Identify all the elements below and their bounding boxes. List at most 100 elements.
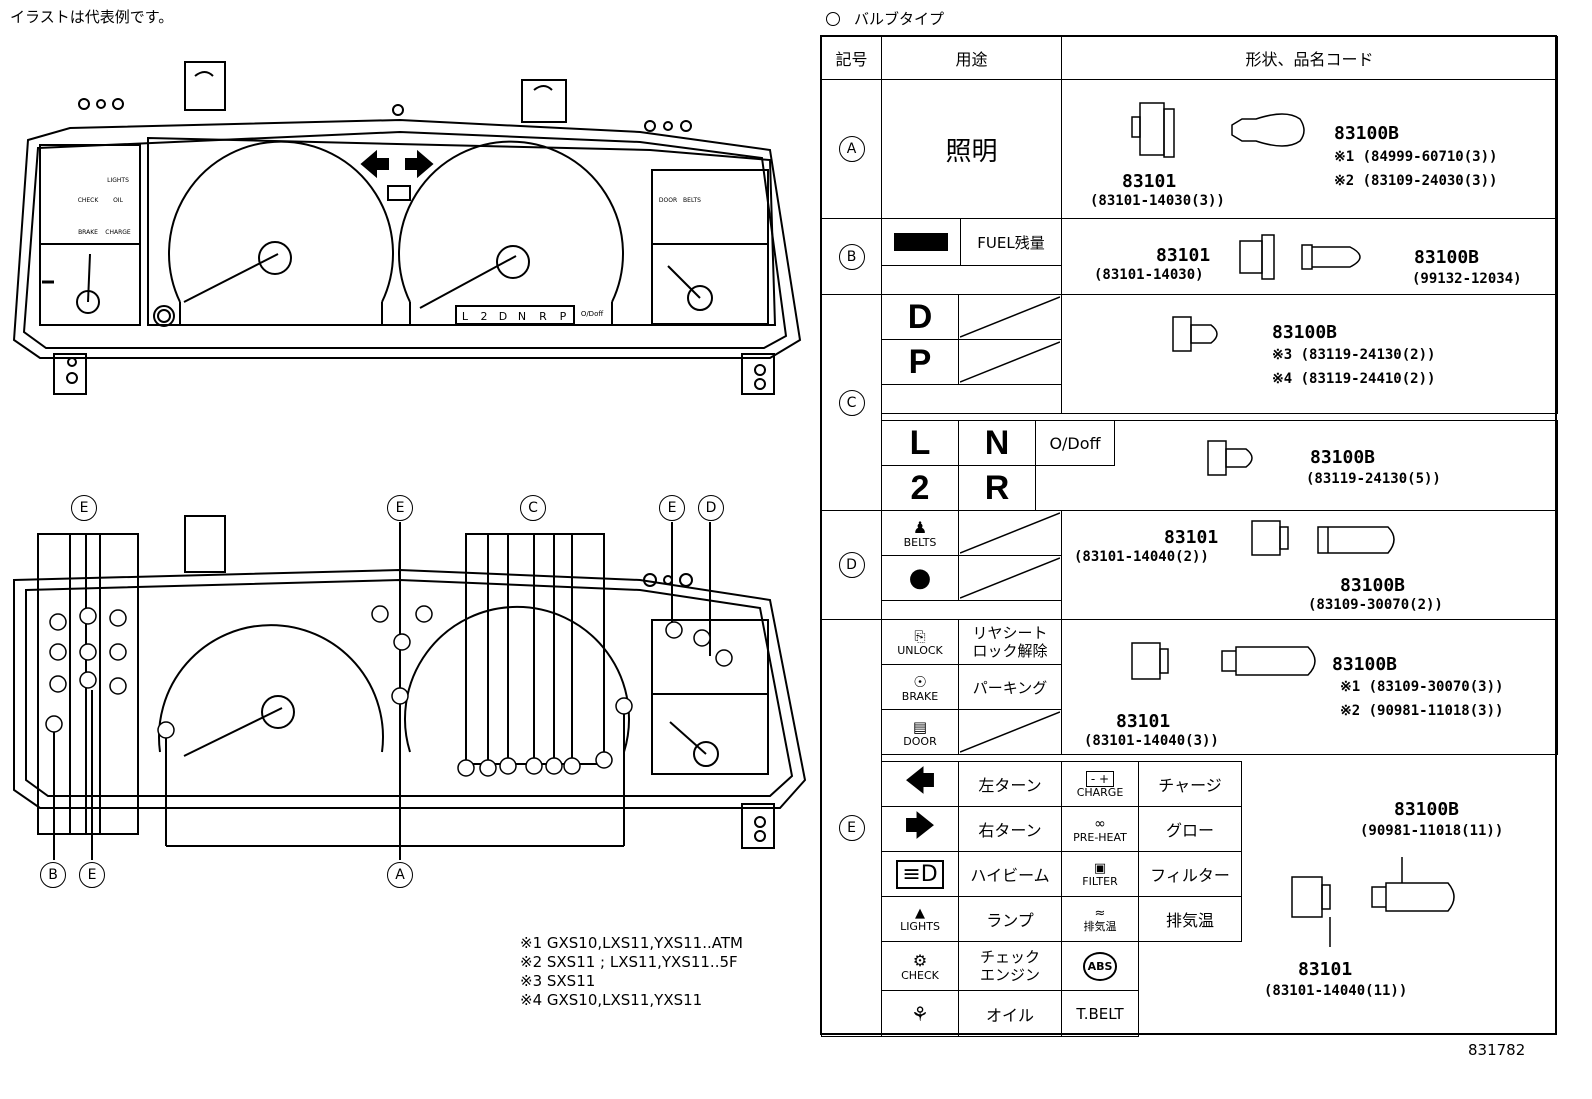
callout-A: A — [387, 862, 413, 888]
row-B-empty — [881, 265, 1062, 295]
usage-glow: グロー — [1138, 806, 1242, 852]
cluster-icon-lights: LIGHTS — [107, 177, 129, 184]
belts-label: BELTS — [903, 536, 937, 549]
row-E2-socket: 83101 — [1298, 959, 1353, 980]
usage-check-engine: チェック エンジン — [958, 941, 1062, 991]
engine-icon: ⚙ — [912, 951, 928, 970]
socket-bulb-icon — [1131, 642, 1316, 680]
lights-icon-cell: ▲ LIGHTS — [881, 896, 959, 942]
fuel-bar-icon — [894, 233, 948, 251]
left-turn-icon: 🡄 — [904, 763, 936, 799]
bulb-table: 記号 用途 形状、品名コード A B C D E 照明 83101 (83101… — [820, 35, 1558, 1037]
row-E2-bulb-code: (90981-11018(11)) — [1360, 823, 1504, 839]
check-label: CHECK — [901, 969, 939, 982]
usage-exhaust-temp: 排気温 — [1138, 896, 1242, 942]
callout-C: C — [520, 495, 546, 521]
row-A-socket: 83101 — [1122, 171, 1177, 192]
circle-bullet-icon — [826, 11, 840, 26]
row-E2-bulb: 83100B — [1394, 799, 1460, 820]
airbag-cell: ● — [881, 555, 959, 601]
airbag-icon: ● — [908, 563, 932, 593]
door-icon: ▤ — [912, 717, 928, 736]
door-label: DOOR — [903, 734, 937, 748]
slash-cell — [958, 555, 1062, 601]
row-A-note2: ※2 (83109-24030(3)) — [1334, 173, 1498, 189]
row-C1-note4: ※4 (83119-24410(2)) — [1272, 371, 1436, 387]
row-C2-bulb: 83100B — [1310, 447, 1376, 468]
header-shape-code: 形状、品名コード — [1061, 36, 1558, 80]
filter-label: FILTER — [1082, 875, 1118, 888]
footnote-2: ※2 SXS11 ; LXS11,YXS11..5F — [520, 953, 738, 971]
row-E1-note2: ※2 (90981-11018(3)) — [1340, 703, 1504, 719]
table-title-text: バルブタイプ — [854, 10, 945, 28]
socket-bulb-icon — [1239, 234, 1361, 280]
abs-icon-cell: ABS — [1061, 941, 1139, 991]
callout-D: D — [698, 495, 724, 521]
right-turn-icon: 🡆 — [904, 808, 936, 844]
charge-label: CHARGE — [1076, 785, 1124, 799]
usage-fuel: FUEL残量 — [960, 218, 1062, 266]
symbol-D: D — [821, 510, 882, 620]
oil-icon-cell: ⚘ — [881, 990, 959, 1037]
socket-bulb-icon — [1291, 857, 1455, 947]
usage-right-turn: 右ターン — [958, 806, 1062, 852]
row-B-socket-code: (83101-14030) — [1094, 267, 1204, 283]
usage-rear-seat-unlock: リヤシート ロック解除 — [958, 619, 1062, 665]
row-D-socket-code: (83101-14040(2)) — [1074, 549, 1209, 565]
socket-bulb-icon — [1131, 102, 1305, 158]
gear-2: 2 — [481, 310, 488, 323]
callout-E: E — [71, 495, 97, 521]
indicator-N: N — [958, 420, 1036, 466]
row-A-note1: ※1 (84999-60710(3)) — [1334, 149, 1498, 165]
slash-cell — [958, 510, 1062, 556]
row-E1-socket-code: (83101-14040(3)) — [1084, 733, 1219, 749]
battery-icon: - + — [1085, 770, 1115, 787]
slash-cell — [958, 339, 1062, 385]
wedge-bulb-icon — [1172, 316, 1218, 352]
row-C1-shape — [1061, 294, 1558, 414]
row-C1-empty — [881, 384, 1062, 414]
cluster-icon-brake: BRAKE — [78, 229, 98, 236]
usage-high-beam: ハイビーム — [958, 851, 1062, 897]
usage-parking: パーキング — [958, 664, 1062, 710]
gear-N: N — [518, 310, 526, 323]
header-usage: 用途 — [881, 36, 1062, 80]
row-D-socket: 83101 — [1164, 527, 1219, 548]
unlock-label: UNLOCK — [897, 643, 943, 657]
table-title: バルブタイプ — [826, 8, 944, 29]
filter-icon-cell: ▣ FILTER — [1061, 851, 1139, 897]
symbol-A: A — [821, 79, 882, 219]
od-off-label: O/Doff — [581, 310, 604, 318]
indicator-L: L — [881, 420, 959, 466]
gear-P: P — [560, 310, 567, 323]
diagram-number: 831782 — [1468, 1041, 1526, 1059]
header-symbol: 記号 — [821, 36, 882, 80]
left-turn-icon-cell: 🡄 — [881, 761, 959, 807]
callout-E: E — [79, 862, 105, 888]
symbol-C: C — [821, 294, 882, 511]
callout-B: B — [40, 862, 66, 888]
row-B-bulb-code: (99132-12034) — [1412, 271, 1522, 287]
cluster-illustration-top: L 2 D N R P O/Doff CHECK LIGHTS OIL BRAK… — [12, 61, 802, 395]
row-A-socket-code: (83101-14030(3)) — [1090, 193, 1225, 209]
row-A-bulb: 83100B — [1334, 123, 1400, 144]
lights-icon: ▲ — [915, 906, 925, 921]
usage-filter: フィルター — [1138, 851, 1242, 897]
indicator-D: D — [881, 294, 959, 340]
usage-illumination: 照明 — [881, 79, 1062, 219]
seat-unlock-icon: ⎘ — [914, 628, 926, 645]
brake-icon: ☉ — [913, 672, 927, 691]
exhaust-temp-icon: ≈ — [1094, 906, 1106, 921]
gear-R: R — [539, 310, 547, 323]
cluster-icon-belts: BELTS — [683, 197, 701, 204]
row-E1-shape — [1061, 619, 1558, 755]
row-C1-note3: ※3 (83119-24130(2)) — [1272, 347, 1436, 363]
cluster-icon-check: CHECK — [78, 197, 100, 204]
brake-cell: ☉ BRAKE — [881, 664, 959, 710]
symbol-E: E — [821, 619, 882, 1037]
cluster-icon-oil: OIL — [113, 197, 123, 204]
indicator-od-off: O/Doff — [1035, 420, 1115, 466]
exhaust-temp-icon-label: 排気温 — [1083, 920, 1117, 933]
lights-label: LIGHTS — [900, 920, 940, 933]
indicator-P: P — [881, 339, 959, 385]
